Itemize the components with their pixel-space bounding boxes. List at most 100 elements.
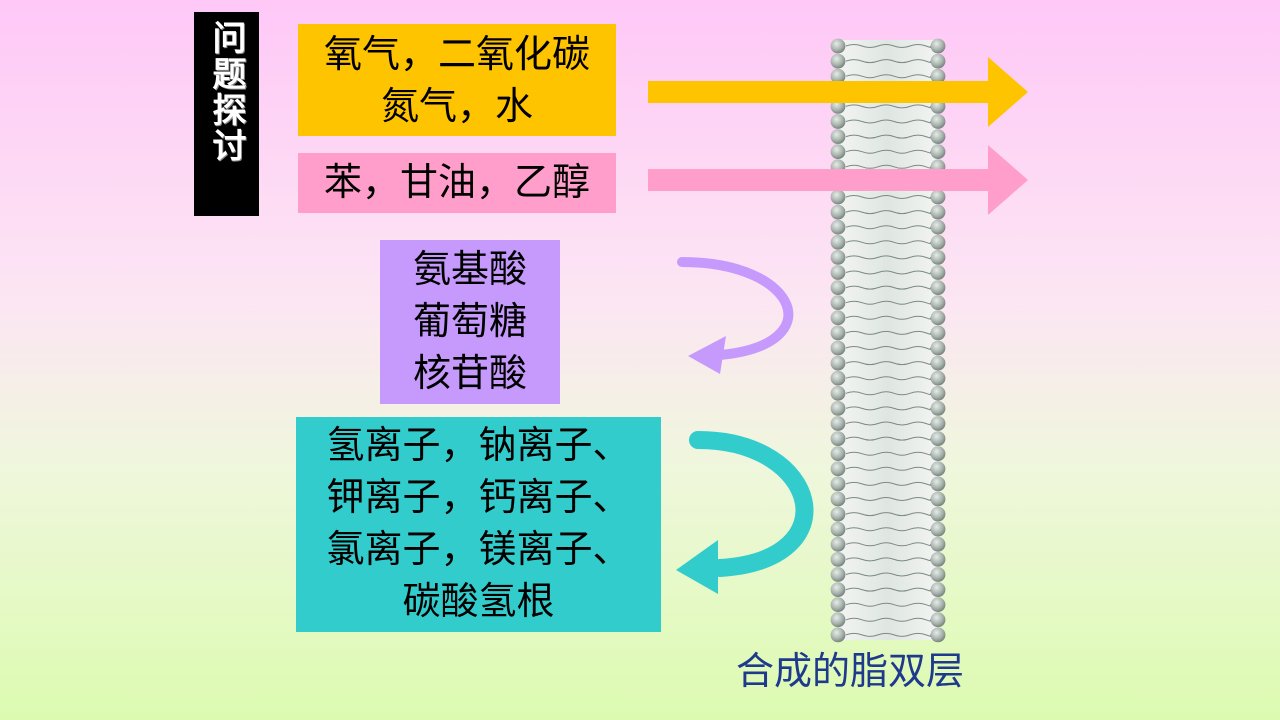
lipid-head [830, 219, 846, 235]
lipid-head [830, 280, 846, 295]
lipid-head [830, 129, 846, 145]
lipid-head [930, 68, 946, 84]
lipid-tail [845, 497, 932, 501]
lipid-tail [845, 255, 932, 260]
lipid-head [930, 265, 946, 280]
organic-molecules-box: 苯，甘油，乙醇 [298, 153, 616, 213]
lipid-tail [845, 421, 932, 426]
lipid-tail [845, 134, 932, 139]
lipid-head [830, 416, 846, 431]
biomolecule-blocked-arrow [677, 257, 794, 374]
lipid-head [830, 370, 846, 386]
lipid-head [830, 53, 846, 69]
organic-pass-arrow [648, 145, 1028, 215]
lipid-tail [845, 300, 932, 305]
lipid-tail [845, 346, 932, 350]
lipid-tail [845, 391, 932, 396]
lipid-head [830, 446, 846, 462]
lipid-head [830, 204, 846, 220]
lipid-head [930, 612, 946, 628]
lipid-head [830, 627, 846, 643]
lipid-head [930, 144, 946, 160]
lipid-tail [845, 361, 932, 366]
lipid-tail [845, 587, 932, 592]
lipid-head [930, 431, 946, 446]
lipid-tail [845, 542, 932, 547]
lipid-head [830, 552, 846, 567]
lipid-tail [845, 59, 932, 64]
lipid-head [830, 355, 846, 371]
lipid-tail [845, 44, 932, 48]
lipid-tail [845, 315, 932, 320]
lipid-head [930, 53, 946, 69]
lipid-tail [845, 225, 932, 230]
lipid-tail [845, 466, 932, 471]
lipid-tail [845, 406, 932, 411]
gas-molecules-box: 氧气，二氧化碳 氮气，水 [298, 24, 616, 136]
lipid-head [830, 491, 846, 507]
lipid-tail [845, 164, 932, 169]
lipid-tail [845, 451, 932, 456]
lipid-head [830, 295, 846, 311]
lipid-head [830, 521, 846, 537]
ions-box: 氢离子，钠离子、 钾离子，钙离子、 氯离子，镁离子、 碳酸氢根 [296, 417, 661, 632]
lipid-head [830, 340, 846, 356]
lipid-head [830, 234, 846, 250]
lipid-head [930, 355, 946, 371]
lipid-tail [845, 376, 932, 381]
lipid-tail [845, 481, 932, 486]
lipid-head [830, 325, 846, 341]
lipid-tail [845, 149, 932, 154]
lipid-head [930, 597, 946, 613]
lipid-head [930, 582, 946, 597]
lipid-head [830, 250, 846, 265]
gas-pass-arrow [648, 57, 1028, 127]
lipid-tail [845, 330, 932, 335]
lipid-tail [845, 119, 932, 124]
lipid-head [830, 144, 846, 160]
lipid-head [930, 416, 946, 431]
lipid-head [930, 567, 946, 582]
lipid-head [930, 627, 946, 643]
lipid-tail [845, 270, 932, 275]
lipid-tail [845, 527, 932, 532]
lipid-tail [845, 512, 932, 517]
lipid-head [930, 295, 946, 311]
lipid-tails [845, 44, 932, 637]
lipid-head [830, 506, 846, 522]
lipid-head [830, 567, 846, 582]
lipid-head [930, 506, 946, 522]
ion-blocked-arrow [676, 431, 814, 594]
lipid-head [830, 68, 846, 84]
biomolecules-box: 氨基酸 葡萄糖 核苷酸 [380, 240, 560, 404]
lipid-head [830, 310, 846, 326]
lipid-head [830, 265, 846, 280]
side-title: 问题探讨 [194, 12, 259, 216]
lipid-tail [845, 74, 932, 79]
lipid-tail [845, 632, 932, 637]
lipid-head [930, 38, 946, 54]
lipid-tail [845, 436, 932, 441]
lipid-head [930, 552, 946, 567]
lipid-head [930, 250, 946, 265]
lipid-head [930, 340, 946, 356]
lipid-head [930, 446, 946, 462]
lipid-head [930, 129, 946, 145]
lipid-head [930, 325, 946, 341]
lipid-head [930, 280, 946, 295]
lipid-head [930, 476, 946, 492]
lipid-head [930, 219, 946, 235]
lipid-head [930, 491, 946, 507]
lipid-head [930, 114, 946, 129]
lipid-head [830, 597, 846, 613]
lipid-tail [845, 572, 932, 577]
lipid-tail [845, 602, 932, 607]
lipid-head [830, 114, 846, 129]
lipid-tail [845, 240, 932, 245]
lipid-head [830, 536, 846, 552]
lipid-head [830, 385, 846, 401]
lipid-head [830, 461, 846, 477]
lipid-tail [845, 617, 932, 622]
lipid-head [830, 189, 846, 205]
